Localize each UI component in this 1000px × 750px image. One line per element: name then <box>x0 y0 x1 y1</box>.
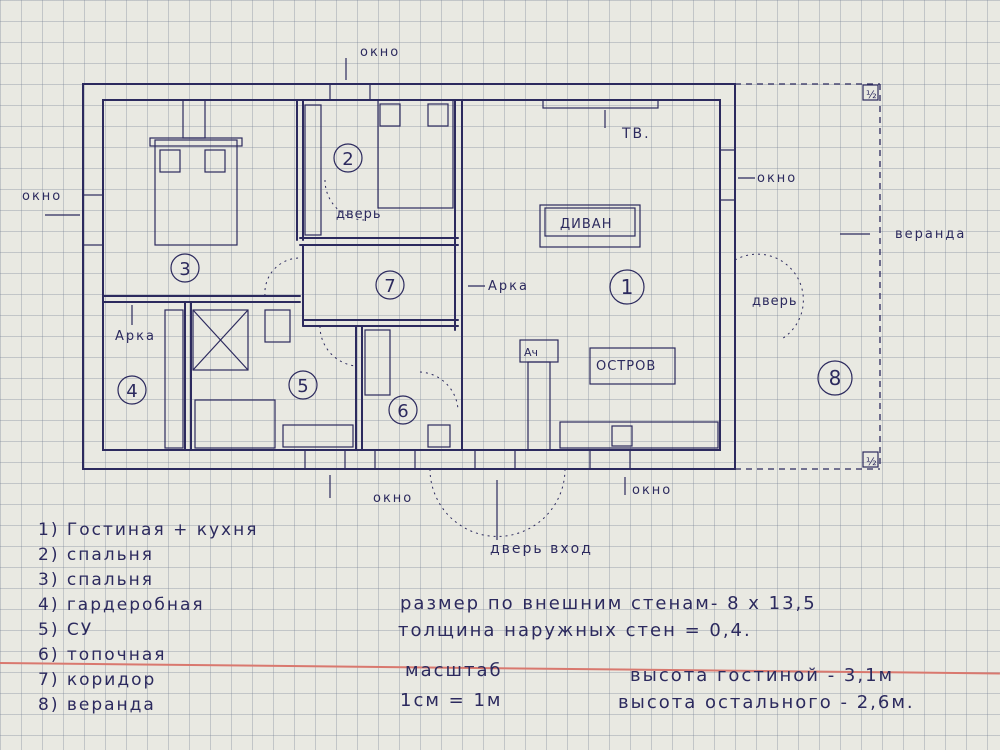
legend-item-3: 3) спальня <box>38 570 154 590</box>
kitchen-furniture <box>519 99 719 451</box>
boiler-fixtures <box>364 329 451 448</box>
label-counter-mark: Ач <box>524 346 538 359</box>
door-swings <box>264 179 804 537</box>
legend-item-5: 5) СУ <box>38 620 94 640</box>
note-scale-value: 1см = 1м <box>400 690 503 711</box>
legend-item-7: 7) коридор <box>38 670 157 690</box>
room-number-6: 6 <box>397 401 408 422</box>
label-island: ОСТРОВ <box>596 359 656 374</box>
label-door-right: дверь <box>752 294 798 309</box>
room-number-7: 7 <box>384 276 395 297</box>
note-height-living: высота гостиной - 3,1м <box>630 665 895 686</box>
label-window-top: окно <box>360 45 400 60</box>
legend-item-2: 2) спальня <box>38 545 154 565</box>
note-size: размер по внешним стенам- 8 х 13,5 <box>400 593 817 614</box>
interior-walls <box>102 99 463 451</box>
label-window-right: окно <box>757 171 797 186</box>
room-number-8: 8 <box>829 366 842 390</box>
bed-room-2 <box>377 99 454 209</box>
plan-labels: окно окно окно окно окно ТВ. дверь дверь… <box>22 45 966 557</box>
room-number-4: 4 <box>126 381 137 402</box>
label-sofa: ДИВАН <box>560 217 612 232</box>
room-markers <box>117 143 853 425</box>
label-window-left: окно <box>22 189 62 204</box>
bathroom-fixtures <box>192 309 354 449</box>
room-number-2: 2 <box>342 149 353 170</box>
room-number-3: 3 <box>179 259 190 280</box>
label-door: дверь <box>336 207 382 222</box>
annotation-arrows <box>45 58 870 540</box>
wardrobes <box>164 104 322 449</box>
label-tv: ТВ. <box>621 126 651 142</box>
windows <box>82 83 736 470</box>
note-thickness: толщина наружных стен = 0,4. <box>398 620 752 641</box>
veranda-corner-bottom: ½ <box>866 455 877 468</box>
label-arch-left: Арка <box>115 329 156 344</box>
note-scale-title: масштаб <box>405 660 503 681</box>
room-number-labels: 1 2 3 4 5 6 7 8 <box>126 149 841 422</box>
room-number-5: 5 <box>297 376 308 397</box>
label-window-bottom-right: окно <box>632 483 672 498</box>
bed-room-3 <box>149 99 243 246</box>
legend-item-8: 8) веранда <box>38 695 156 715</box>
legend-item-1: 1) Гостиная + кухня <box>38 520 259 540</box>
note-height-rest: высота остального - 2,6м. <box>618 692 915 713</box>
label-window-bottom-left: окно <box>373 491 413 506</box>
label-entrance: дверь вход <box>490 541 593 557</box>
legend-item-4: 4) гардеробная <box>38 595 205 615</box>
room-number-1: 1 <box>621 275 634 299</box>
veranda-outline <box>735 83 881 470</box>
veranda-corner-top: ½ <box>866 88 877 101</box>
legend-item-6: 6) топочная <box>38 645 167 665</box>
label-arch-right: Арка <box>488 279 529 294</box>
label-veranda: веранда <box>895 227 966 242</box>
